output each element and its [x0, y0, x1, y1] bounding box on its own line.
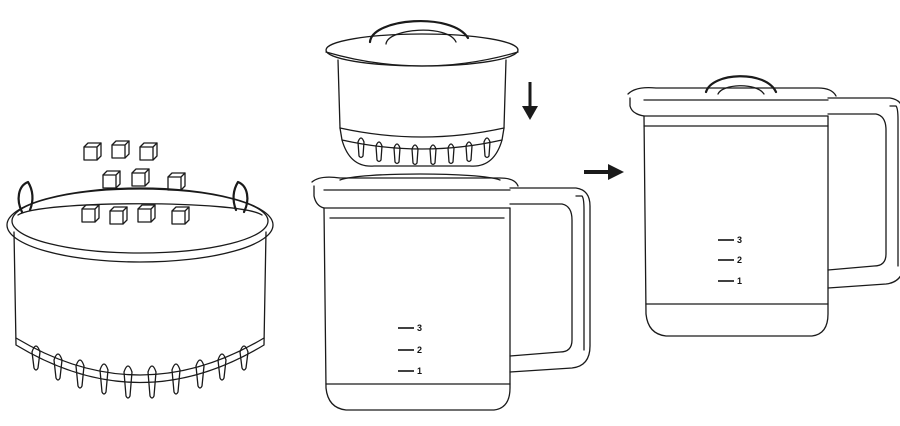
jug-empty [312, 174, 590, 410]
mark-label: 1 [417, 366, 422, 376]
right-arrow-icon [584, 164, 624, 180]
basket-with-lid [326, 21, 518, 166]
mark-label: 3 [737, 235, 742, 245]
down-arrow-icon [522, 82, 538, 120]
basket-slots [32, 346, 248, 398]
food-cubes [82, 141, 189, 224]
mark-label: 3 [417, 323, 422, 333]
jug-assembled [628, 76, 900, 336]
mark-label: 2 [417, 345, 422, 355]
mark-label: 2 [737, 255, 742, 265]
jug-assembled-volume-marks: 3 2 1 [718, 235, 742, 286]
jug-empty-volume-marks: 3 2 1 [398, 323, 422, 376]
mark-label: 1 [737, 276, 742, 286]
steamer-basket-with-food [7, 141, 273, 398]
basket-slots-small [358, 138, 490, 165]
